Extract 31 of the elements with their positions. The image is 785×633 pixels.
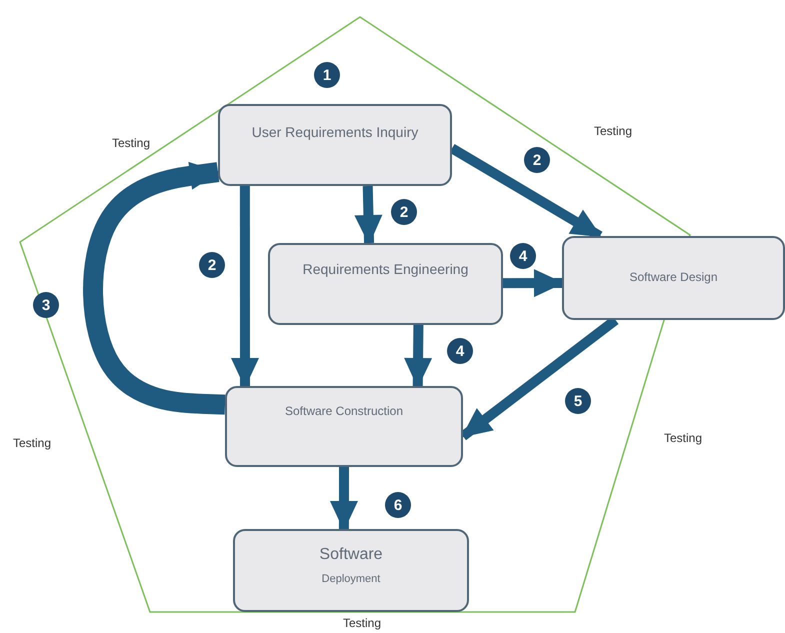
process-box: [562, 236, 785, 320]
process-box: [233, 529, 469, 612]
step-badge: 2: [391, 199, 417, 225]
arrow: [83, 162, 226, 415]
process-box: [218, 104, 452, 186]
arrow: [502, 269, 564, 298]
arrow: [404, 324, 432, 388]
box-label: Software Construction: [284, 404, 404, 419]
arrow: [354, 186, 382, 245]
step-badge: 3: [33, 292, 59, 318]
process-box: [225, 386, 463, 467]
box-label: Software Design: [629, 270, 718, 285]
side-label: Testing: [594, 124, 632, 138]
box-label: Software: [319, 545, 383, 565]
step-badge: 5: [565, 388, 591, 414]
side-label: Testing: [343, 616, 382, 630]
process-box: [268, 243, 503, 325]
arrow: [330, 467, 358, 531]
side-label: Testing: [664, 431, 702, 445]
box-label: Deployment: [322, 573, 380, 587]
box-label: User Requirements Inquiry: [252, 124, 418, 142]
step-badge: 4: [510, 243, 536, 269]
step-badge: 1: [314, 62, 340, 88]
box-label: Requirements Engineering: [302, 261, 468, 278]
step-badge: 2: [524, 147, 550, 173]
side-label: Testing: [112, 136, 150, 150]
step-badge: 2: [199, 252, 225, 278]
arrow: [230, 186, 259, 388]
side-label: Testing: [13, 436, 52, 450]
step-badge: 4: [447, 338, 473, 364]
step-badge: 6: [385, 492, 411, 518]
